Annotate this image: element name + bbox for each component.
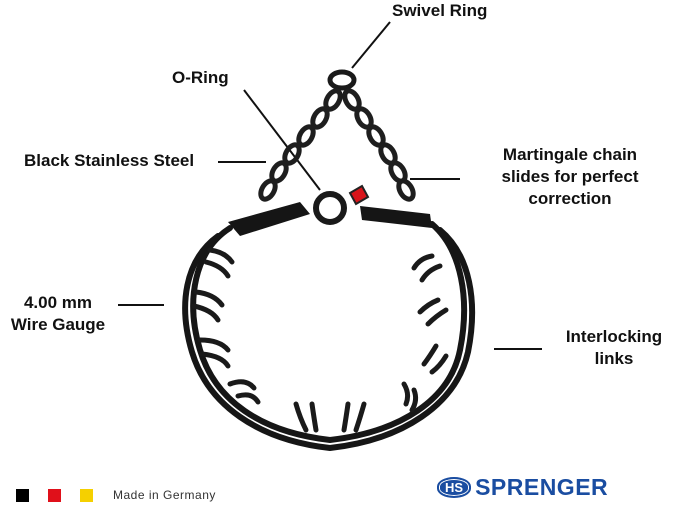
label-wire-gauge-line2: Wire Gauge <box>10 315 106 334</box>
label-wire-gauge: 4.00 mm Wire Gauge <box>4 292 112 336</box>
sprenger-logo: HS SPRENGER <box>437 474 608 501</box>
label-martingale-line1: Martingale chain <box>502 145 638 164</box>
martingale-chain <box>258 88 416 202</box>
swivel-ring <box>327 69 357 91</box>
pointer-interlocking <box>494 348 542 350</box>
collar-prongs <box>191 247 449 433</box>
pointer-wire-gauge <box>118 304 164 306</box>
made-in-germany-text: Made in Germany <box>113 488 216 502</box>
label-o-ring: O-Ring <box>172 68 229 87</box>
label-wire-gauge-line1: 4.00 mm <box>23 293 93 312</box>
label-martingale-line3: correction <box>528 189 612 208</box>
collar-plates <box>228 202 432 236</box>
label-martingale-line2: slides for perfect <box>501 167 639 186</box>
flag-red-square <box>48 489 61 502</box>
label-interlocking-links: Interlocking links <box>552 326 676 370</box>
label-martingale: Martingale chain slides for perfect corr… <box>490 144 650 210</box>
pointer-martingale <box>410 178 460 180</box>
label-interlocking-line2: links <box>594 349 634 368</box>
label-black-stainless-steel: Black Stainless Steel <box>24 151 195 170</box>
pointer-black-stainless <box>218 161 266 163</box>
pointer-oring <box>243 89 321 191</box>
logo-badge-hs: HS <box>437 477 472 498</box>
label-interlocking-line1: Interlocking <box>565 327 663 346</box>
red-badge <box>348 184 370 206</box>
logo-brand-name: SPRENGER <box>475 474 609 500</box>
o-ring <box>313 191 347 225</box>
pointer-swivel <box>351 21 391 69</box>
label-swivel-ring: Swivel Ring <box>392 1 488 20</box>
flag-yellow-square <box>80 489 93 502</box>
flag-black-square <box>16 489 29 502</box>
